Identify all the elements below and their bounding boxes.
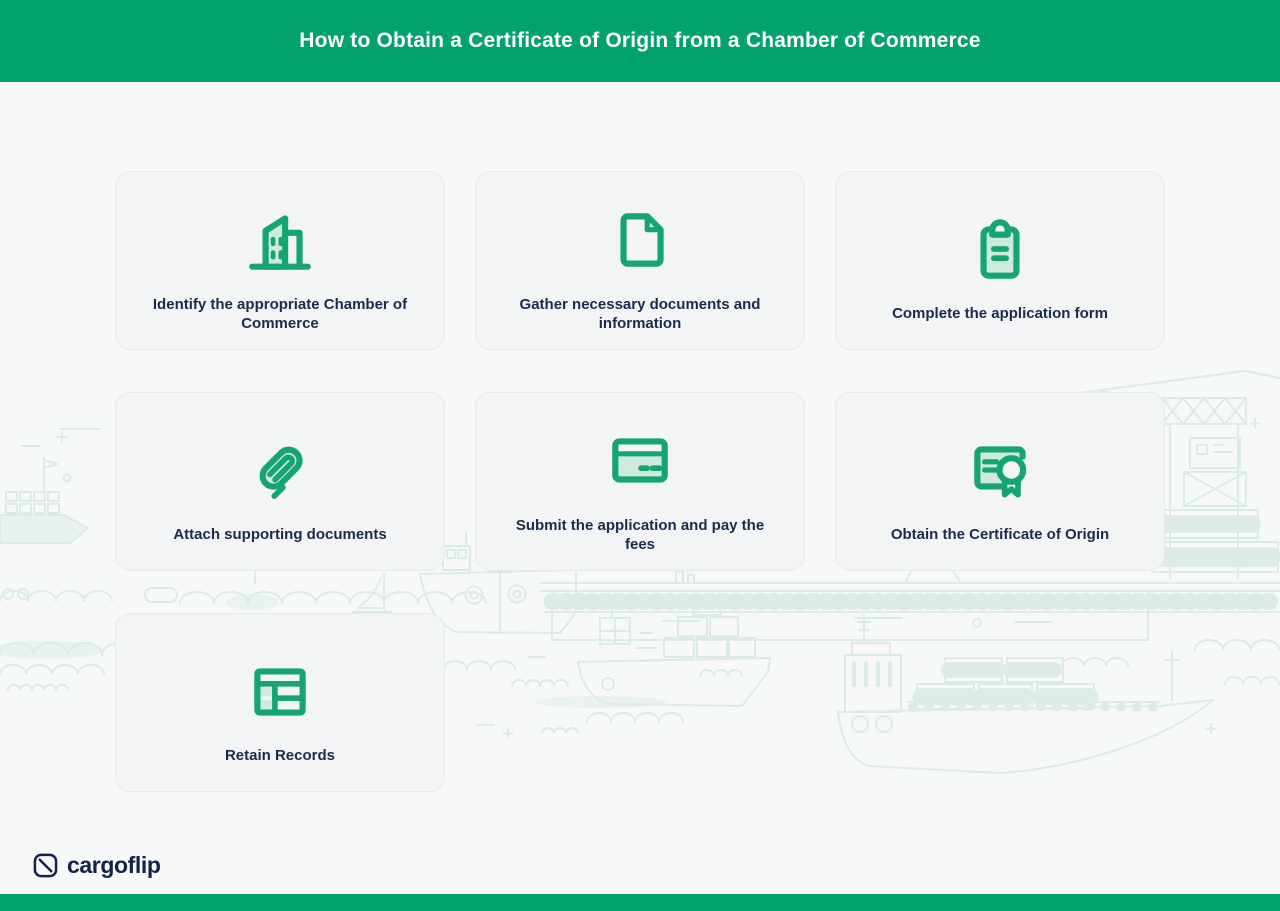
building-icon xyxy=(243,203,317,277)
credit-card-icon xyxy=(603,424,677,498)
harbor-crane xyxy=(1071,370,1280,579)
container-ship xyxy=(837,615,1214,774)
step-label: Gather necessary documents and informati… xyxy=(519,295,761,332)
water-patch xyxy=(226,594,278,610)
step-card-obtain-certificate: Obtain the Certificate of Origin xyxy=(835,392,1165,571)
cargoflip-logo-text: cargoflip xyxy=(67,851,161,878)
document-icon xyxy=(603,203,677,277)
page-title: How to Obtain a Certificate of Origin fr… xyxy=(299,29,981,52)
step-label: Complete the application form xyxy=(892,305,1108,322)
step-card-gather-documents: Gather necessary documents and informati… xyxy=(475,171,805,350)
step-card-attach-documents: Attach supporting documents xyxy=(115,392,445,571)
sailboat xyxy=(349,573,393,620)
step-label: Submit the application and pay the fees xyxy=(515,516,765,553)
step-label: Obtain the Certificate of Origin xyxy=(890,526,1110,543)
step-card-submit-pay: Submit the application and pay the fees xyxy=(475,392,805,571)
header-banner: How to Obtain a Certificate of Origin fr… xyxy=(0,0,1280,82)
small-cargo-ship xyxy=(0,457,89,544)
paperclip-icon xyxy=(243,433,317,507)
decorative-marks xyxy=(2,393,1261,739)
clipboard-icon xyxy=(963,212,1037,286)
certificate-ribbon-icon xyxy=(963,433,1037,507)
step-label: Attach supporting documents xyxy=(173,526,387,543)
footer-bar xyxy=(0,894,1280,911)
step-card-identify-chamber: Identify the appropriate Chamber of Comm… xyxy=(115,171,445,350)
step-label: Retain Records xyxy=(224,747,336,764)
cargoflip-logo-icon xyxy=(33,853,58,877)
cargoflip-logo: cargoflip xyxy=(33,852,161,878)
steps-grid: Identify the appropriate Chamber of Comm… xyxy=(115,171,1165,792)
table-records-icon xyxy=(243,654,317,728)
crates-ship xyxy=(577,595,771,707)
step-card-complete-form: Complete the application form xyxy=(835,171,1165,350)
step-label: Identify the appropriate Chamber of Comm… xyxy=(152,295,408,332)
step-card-retain-records: Retain Records xyxy=(115,613,445,792)
